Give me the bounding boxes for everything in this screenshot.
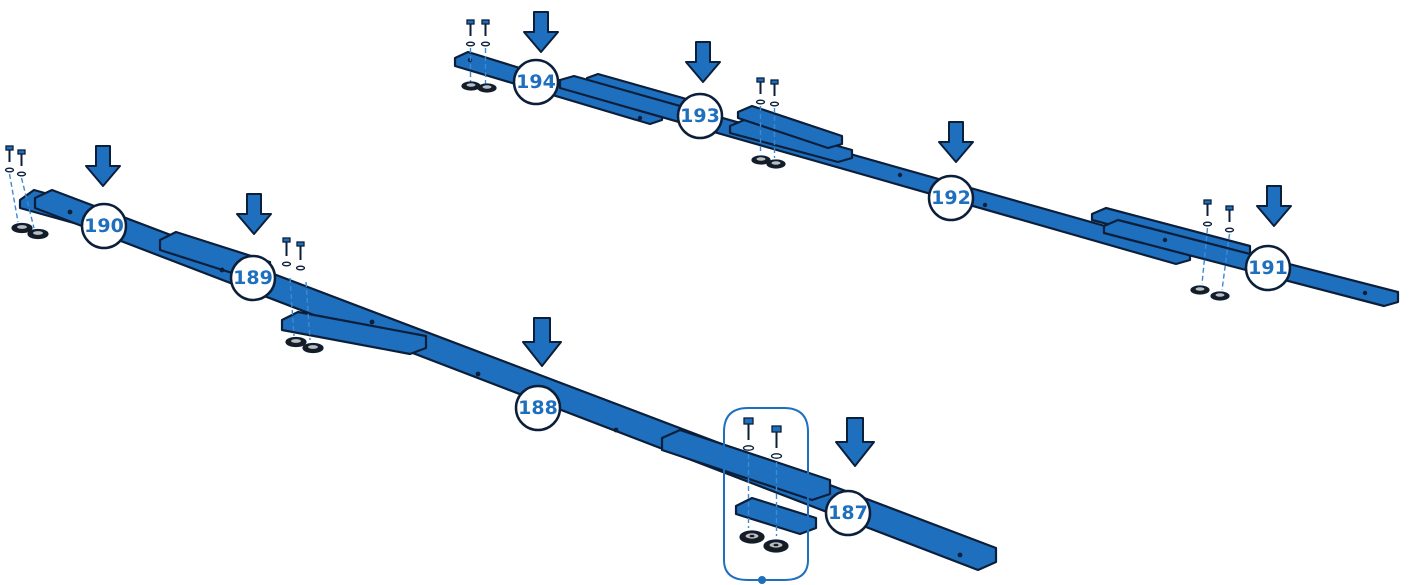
callout-label: 190 [84,215,124,237]
rail-hole [897,172,903,178]
hardware-group [461,19,497,93]
rail-segment [734,496,818,536]
callout-label: 188 [518,397,558,419]
screw-icon [16,149,35,229]
screw-icon [480,19,491,84]
rail-hole [637,115,643,121]
screw-icon [281,237,295,337]
down-arrow-icon [1256,185,1292,227]
leveling-foot-icon [766,159,786,169]
callout-194: 194 [512,58,560,106]
screw-icon [1221,205,1235,291]
rail-hole [613,427,619,433]
down-arrow-icon [835,417,875,467]
leveling-foot-icon [763,539,789,553]
down-arrow-icon [85,145,121,187]
hardware-group [751,77,786,169]
callout-190: 190 [80,202,128,250]
rail-segment [660,428,832,502]
down-arrow-icon [236,193,272,235]
callout-label: 191 [1248,257,1288,279]
screw-icon [465,19,476,82]
leveling-foot-icon [302,342,324,354]
down-arrow-icon [938,121,974,163]
screw-icon [295,241,311,341]
rail-hole [475,371,481,377]
rail-hole [1362,290,1368,296]
screw-icon [770,425,783,536]
rail-hole [957,552,963,558]
screw-icon [755,77,766,154]
rail-hole [219,267,225,273]
callout-188: 188 [514,384,562,432]
callout-187: 187 [824,489,872,537]
callout-label: 194 [516,71,556,93]
callout-label: 187 [828,502,868,524]
leveling-foot-icon [1210,291,1230,301]
screw-icon [1201,199,1213,285]
callout-192: 192 [927,174,975,222]
rail-hole [67,209,73,215]
screw-icon [4,145,19,223]
leveling-foot-icon [11,222,33,234]
leveling-foot-icon [477,83,497,93]
leveling-foot-icon [461,81,481,91]
leveling-foot-icon [285,336,307,348]
leveling-foot-icon [739,530,765,544]
rail-hole [369,319,375,325]
down-arrow-icon [685,41,721,83]
callout-193: 193 [676,92,724,140]
rail-segment [280,310,428,356]
callout-189: 189 [229,254,277,302]
rail-segment [558,74,1192,266]
leveling-foot-icon [27,228,49,240]
callout-label: 193 [680,105,720,127]
down-arrow-icon [523,11,559,53]
detail-highlight-icon [723,407,809,584]
down-arrow-icon [522,317,562,367]
hardware-group [1190,199,1235,301]
hardware-group [4,145,49,240]
callout-191: 191 [1244,244,1292,292]
rail-hole [1162,237,1168,243]
callout-label: 189 [233,267,273,289]
rail-hole [982,202,988,208]
screw-icon [742,417,755,528]
hardware-group [281,237,324,354]
rail-segment [736,104,844,150]
callouts: 194 193 192 191 190 189 188 187 [80,58,1292,537]
leveling-foot-icon [1190,285,1210,295]
leveling-foot-icon [751,155,771,165]
callout-label: 192 [931,187,971,209]
arrows [85,11,1292,467]
rail-segment [453,50,664,126]
screw-icon [769,79,780,158]
